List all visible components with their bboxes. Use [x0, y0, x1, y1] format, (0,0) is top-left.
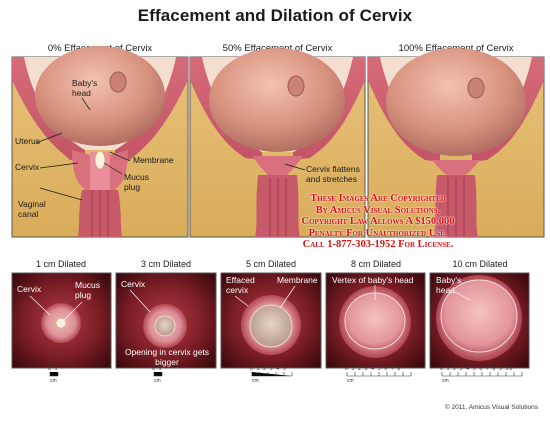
- dilation-10cm-illustration: [429, 272, 530, 369]
- label-vaginal-canal: Vaginal canal: [18, 199, 46, 219]
- dil2-label-opening: Opening in cervix gets bigger: [124, 347, 210, 367]
- scale-1cm: 0 1: [48, 366, 59, 372]
- panel-0-effacement-illustration: [11, 46, 189, 238]
- copyright-watermark: These Images Are Copyrighted By Amicus V…: [301, 193, 455, 250]
- label-babys-head: Baby's head: [72, 78, 98, 98]
- dilation-8cm-illustration: [325, 272, 426, 369]
- copyright-notice: © 2011, Amicus Visual Solutions: [444, 404, 538, 411]
- dilation-title-1cm: 1 cm Dilated: [35, 259, 87, 269]
- scale-5cm: 0 1 2 3 4 5: [250, 366, 287, 372]
- dil5-label-babys-head: Baby's head: [436, 275, 462, 295]
- scale-8cm: 0 1 2 3 4 5 6 7 8: [345, 366, 402, 372]
- dilation-3cm-illustration: [115, 272, 217, 369]
- scale-unit-3cm: cm: [154, 378, 161, 384]
- dil4-label-vertex: Vertex of baby's head: [332, 275, 414, 285]
- scale-10cm: 0 1 2 3 4 5 6 7 8 9 10: [440, 366, 514, 372]
- dilation-title-8cm: 8 cm Dilated: [350, 259, 402, 269]
- scale-3cm: 0 1: [152, 366, 163, 372]
- dil1-label-cervix: Cervix: [17, 284, 42, 294]
- dil3-label-membrane: Membrane: [277, 275, 318, 285]
- label-cervix-flattens: Cervix flattens and stretches: [306, 164, 360, 184]
- dil1-label-mucus-plug: Mucus plug: [75, 280, 101, 300]
- scale-unit-5cm: cm: [252, 378, 259, 384]
- panel-100-effacement-illustration: [367, 48, 545, 238]
- scale-unit-8cm: cm: [347, 378, 354, 384]
- label-mucus-plug: Mucus plug: [124, 172, 150, 192]
- scale-unit-1cm: cm: [50, 378, 57, 384]
- dil2-label-cervix: Cervix: [121, 279, 146, 289]
- label-membrane: Membrane: [133, 155, 174, 165]
- label-uterus: Uterus: [15, 136, 41, 146]
- scale-unit-10cm: cm: [442, 378, 449, 384]
- dilation-title-10cm: 10 cm Dilated: [452, 259, 508, 269]
- page-title: Effacement and Dilation of Cervix: [137, 6, 413, 25]
- dilation-1cm-illustration: [11, 272, 112, 369]
- panel-50-effacement-illustration: [189, 48, 366, 238]
- dilation-title-3cm: 3 cm Dilated: [140, 259, 192, 269]
- scale-bars: [49, 372, 523, 377]
- label-cervix: Cervix: [15, 162, 40, 172]
- dilation-title-5cm: 5 cm Dilated: [245, 259, 297, 269]
- dil3-label-effaced-cervix: Effaced cervix: [226, 275, 255, 295]
- dilation-5cm-illustration: [220, 272, 322, 369]
